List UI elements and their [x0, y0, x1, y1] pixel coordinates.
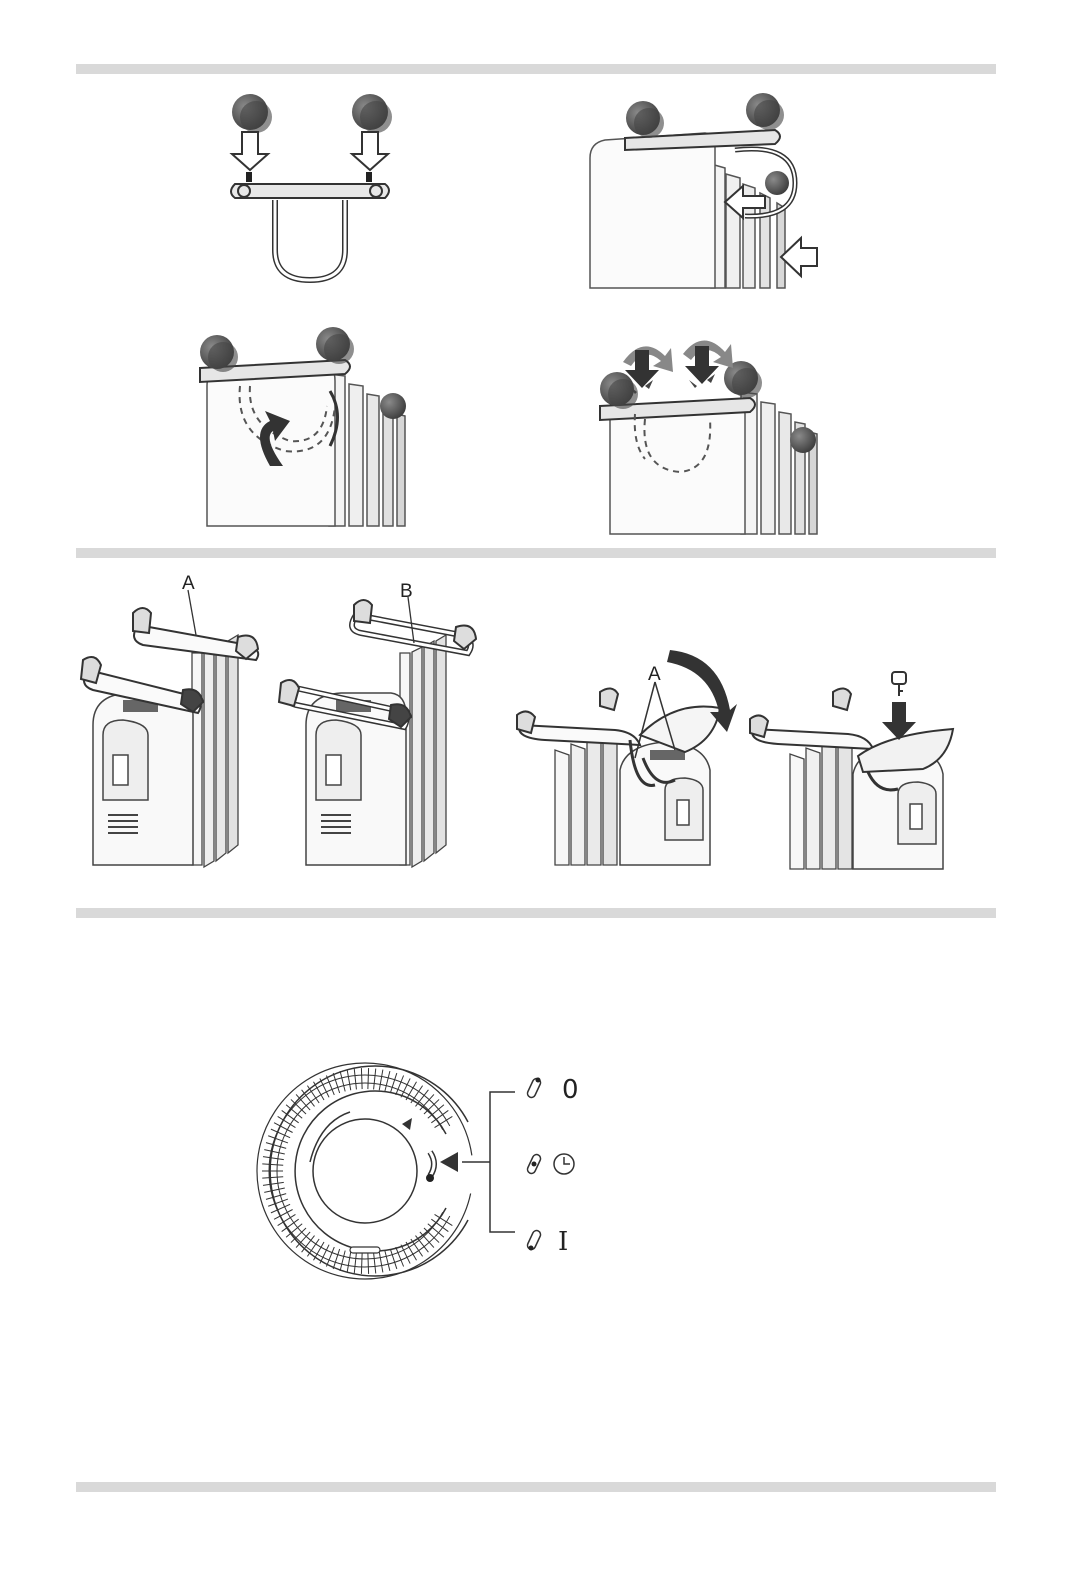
dial-tick: [340, 1251, 345, 1271]
dial-tick: [263, 1182, 284, 1185]
direction-arrow-icon: [402, 1118, 412, 1130]
wheel-icon: [200, 335, 238, 372]
dial-tick: [264, 1150, 285, 1154]
dial-tick: [354, 1253, 356, 1274]
dial-tick: [347, 1070, 351, 1091]
figure-cover-closed: [748, 664, 968, 869]
wheel-icon: [626, 101, 664, 138]
dial-knob: [313, 1119, 417, 1223]
wheel-icon: [232, 94, 272, 133]
left-arrow-icon: [781, 238, 817, 276]
dial-tick: [333, 1073, 339, 1093]
figure-handles-a: A: [78, 575, 268, 865]
dial-tick: [347, 1252, 351, 1273]
dial-tick: [264, 1188, 285, 1192]
pin-down-icon: [526, 1229, 542, 1251]
dial-tick: [396, 1247, 404, 1266]
dial-tick: [379, 1252, 383, 1273]
dial-tick: [385, 1251, 390, 1271]
dial-tick: [333, 1249, 339, 1269]
dial-tick: [326, 1076, 334, 1095]
figure-insert-bracket: [585, 88, 825, 288]
section-divider-4: [76, 1482, 996, 1492]
wheel-icon: [352, 94, 392, 133]
wheel-icon: [316, 327, 354, 364]
bracket-plate: [231, 184, 389, 198]
dial-tick: [379, 1070, 383, 1091]
clock-icon: [554, 1154, 574, 1174]
position-off-symbol: 0: [562, 1075, 579, 1105]
dial-tick: [354, 1069, 356, 1090]
section-divider-2: [76, 548, 996, 558]
section-divider-1: [76, 64, 996, 74]
figure-wheels-bracket: [220, 90, 410, 290]
pointer-arrow-icon: [440, 1152, 458, 1172]
wheel-icon: [765, 171, 789, 195]
figure-rotate-bracket: [195, 326, 415, 526]
label-b: B: [400, 581, 413, 602]
wheel-icon: [746, 93, 784, 130]
down-arrow-icon: [352, 132, 388, 170]
dial-tick: [396, 1076, 404, 1095]
dial-tick: [390, 1249, 396, 1269]
heater-front-panel: [610, 402, 745, 534]
dial-bottom-mark: [350, 1247, 380, 1253]
dial-tick: [268, 1199, 288, 1206]
figure-handles-b: B: [276, 575, 486, 865]
handle: [519, 725, 640, 745]
label-a-cover: A: [648, 664, 661, 685]
dial-tick: [390, 1073, 396, 1093]
dial-tick: [262, 1177, 283, 1178]
dial-tick: [266, 1194, 286, 1200]
dial-tick: [374, 1069, 376, 1090]
dial-tick: [340, 1071, 345, 1091]
label-a: A: [182, 573, 195, 594]
dial-tick: [374, 1253, 376, 1274]
u-bolt: [275, 200, 345, 280]
pin-up-icon: [526, 1077, 542, 1099]
section-divider-3: [76, 908, 996, 918]
dial-tick: [368, 1253, 369, 1274]
position-on-symbol: I: [558, 1227, 568, 1257]
figure-tighten-nuts: [595, 334, 825, 534]
down-arrow-icon: [232, 132, 268, 170]
dial-tick: [266, 1143, 286, 1149]
dial-tick: [385, 1071, 390, 1091]
figure-cover-open: A: [515, 640, 740, 865]
key-icon: [892, 672, 906, 696]
dial-tick: [263, 1157, 284, 1160]
dial-tick: [368, 1068, 369, 1089]
wheel-icon: [790, 427, 816, 453]
heater-front-panel: [590, 133, 715, 288]
dial-tick: [262, 1164, 283, 1165]
dial-tick: [326, 1247, 334, 1266]
wheel-icon: [380, 393, 406, 419]
handle: [752, 729, 873, 749]
dial-tick: [268, 1136, 288, 1143]
dial-tick: [361, 1068, 362, 1089]
dial-tick: [361, 1253, 362, 1274]
pin-middle-icon: [526, 1153, 542, 1175]
figure-timer-dial: 0 I: [250, 1072, 590, 1282]
